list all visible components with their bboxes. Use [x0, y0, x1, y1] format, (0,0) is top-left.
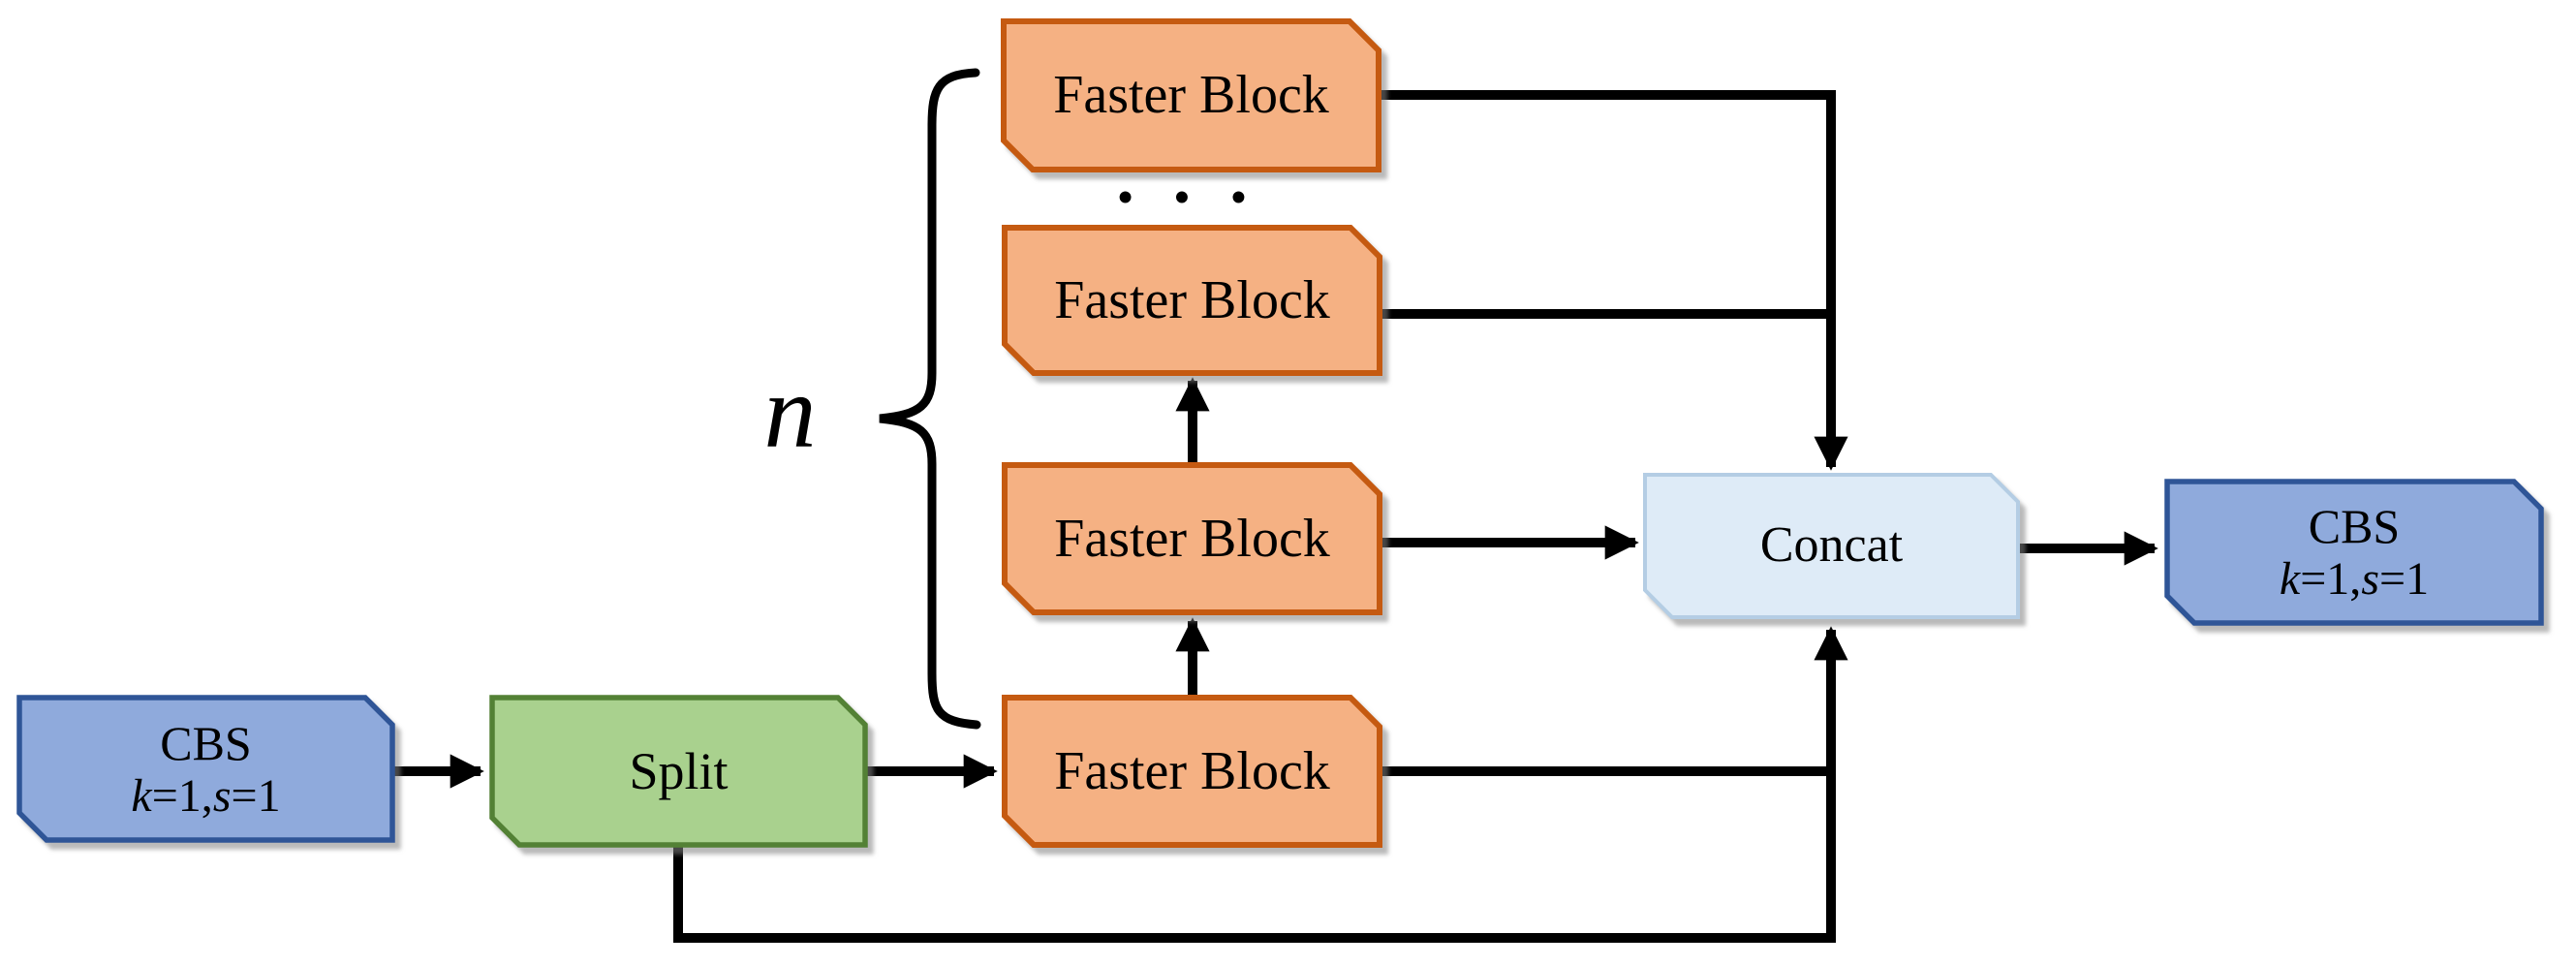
cbs-input-params: k=1,s=1	[131, 770, 280, 823]
param-k: k	[131, 769, 152, 822]
param-s: s	[2361, 553, 2379, 606]
cbs-output-title: CBS	[2308, 499, 2401, 554]
faster-block-bottom-label: Faster Block	[1054, 740, 1330, 801]
param-k-value: =1,	[151, 769, 213, 822]
concat-label: Concat	[1759, 517, 1904, 574]
faster-block-mid-label: Faster Block	[1054, 508, 1330, 569]
concat-shape	[1643, 473, 2020, 619]
repeat-brace	[879, 68, 981, 730]
faster-block-mid-shape	[1002, 462, 1382, 615]
faster-block-top-label: Faster Block	[1053, 65, 1329, 126]
split-label: Split	[629, 741, 729, 800]
param-k: k	[2279, 553, 2301, 606]
cbs-input-shape	[16, 695, 395, 843]
split-node: Split	[489, 695, 868, 848]
param-k-value: =1,	[2300, 553, 2362, 606]
cbs-input-node: CBS k=1,s=1	[16, 695, 395, 843]
edge-fastertop-to-concat	[1378, 90, 1848, 471]
cbs-output-params: k=1,s=1	[2280, 553, 2429, 606]
faster-block-upper-label: Faster Block	[1054, 269, 1330, 330]
param-s-value: =1	[231, 769, 281, 822]
faster-block-mid-node: Faster Block	[1002, 462, 1382, 615]
repeat-count-label: n	[763, 355, 817, 470]
concat-node: Concat	[1643, 473, 2020, 619]
ellipsis-dots: • • •	[1117, 173, 1262, 221]
faster-block-top-node: Faster Block	[1001, 18, 1381, 172]
param-s-value: =1	[2379, 553, 2430, 606]
cbs-output-shape	[2164, 479, 2544, 626]
cbs-output-node: CBS k=1,s=1	[2164, 479, 2544, 626]
param-s: s	[212, 769, 232, 822]
cbs-input-title: CBS	[160, 715, 252, 770]
faster-block-upper-node: Faster Block	[1002, 225, 1382, 376]
faster-block-bottom-node: Faster Block	[1002, 695, 1382, 848]
